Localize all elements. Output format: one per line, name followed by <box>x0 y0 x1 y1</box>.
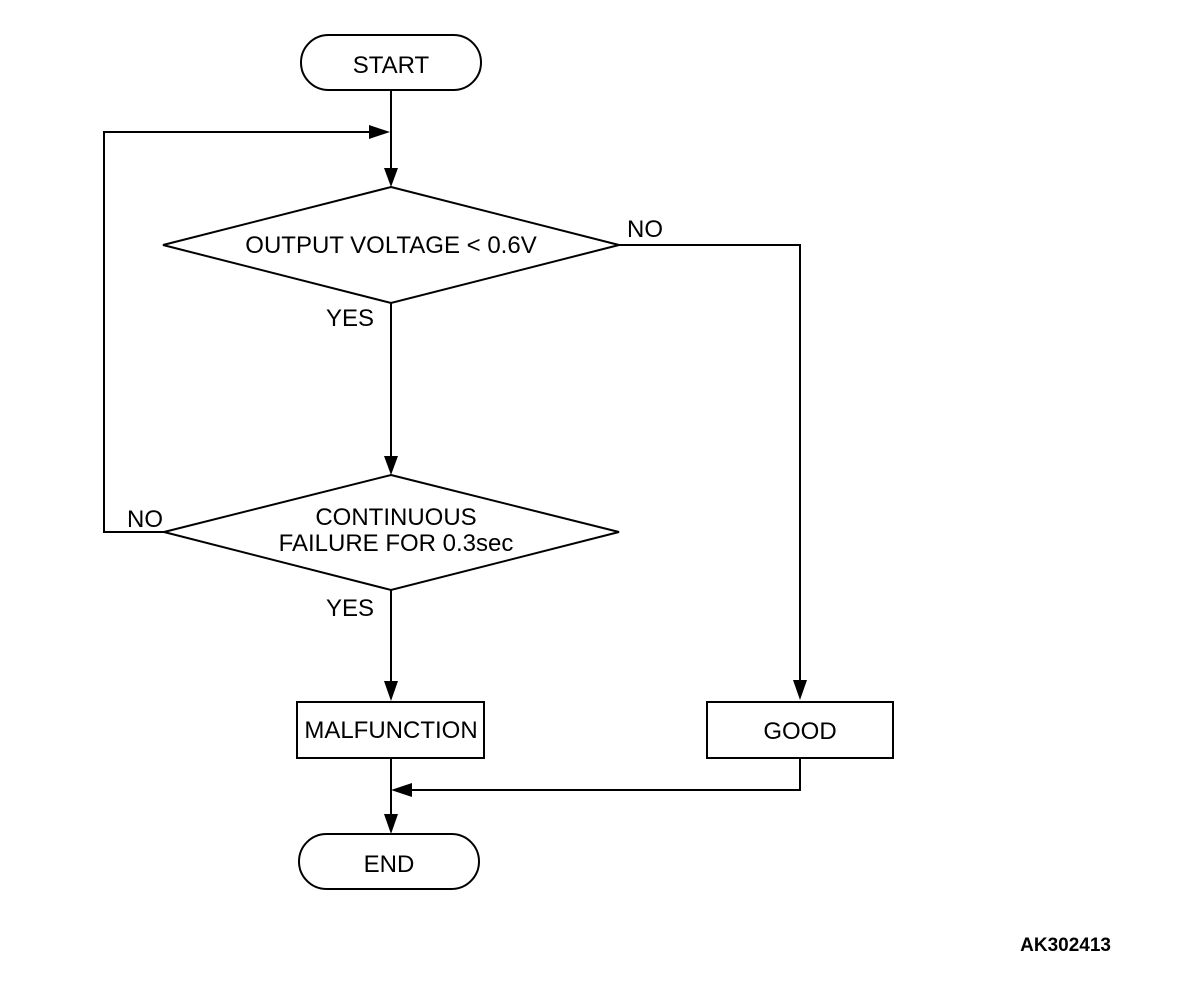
start-label: START <box>353 52 430 79</box>
figure-code: AK302413 <box>1020 935 1111 956</box>
arrow-into-decision2 <box>384 456 398 475</box>
decision1-no-label: NO <box>627 216 663 243</box>
malfunction-box <box>296 701 485 759</box>
end-label: END <box>364 851 415 878</box>
arrow-into-malfunction <box>384 681 398 701</box>
decision2-no-label: NO <box>127 506 163 533</box>
good-label: GOOD <box>763 718 836 745</box>
decision2-yes-label: YES <box>326 595 374 622</box>
connector-decision1-no-to-good <box>619 244 801 684</box>
arrow-into-end <box>384 814 398 834</box>
malfunction-label: MALFUNCTION <box>304 717 477 744</box>
decision1-yes-label: YES <box>326 305 374 332</box>
arrow-loop-back <box>369 125 390 139</box>
connector-good-to-merge <box>408 758 801 791</box>
connector-loop-back <box>103 131 372 533</box>
arrow-into-decision1 <box>384 168 398 187</box>
arrow-into-good <box>793 680 807 700</box>
arrow-merge <box>391 783 412 797</box>
decision2-label-line1: CONTINUOUS <box>315 504 476 531</box>
decision2-label-line2: FAILURE FOR 0.3sec <box>279 530 514 557</box>
good-box <box>706 701 894 759</box>
decision1-label: OUTPUT VOLTAGE < 0.6V <box>245 232 536 259</box>
end-terminator <box>298 833 480 890</box>
